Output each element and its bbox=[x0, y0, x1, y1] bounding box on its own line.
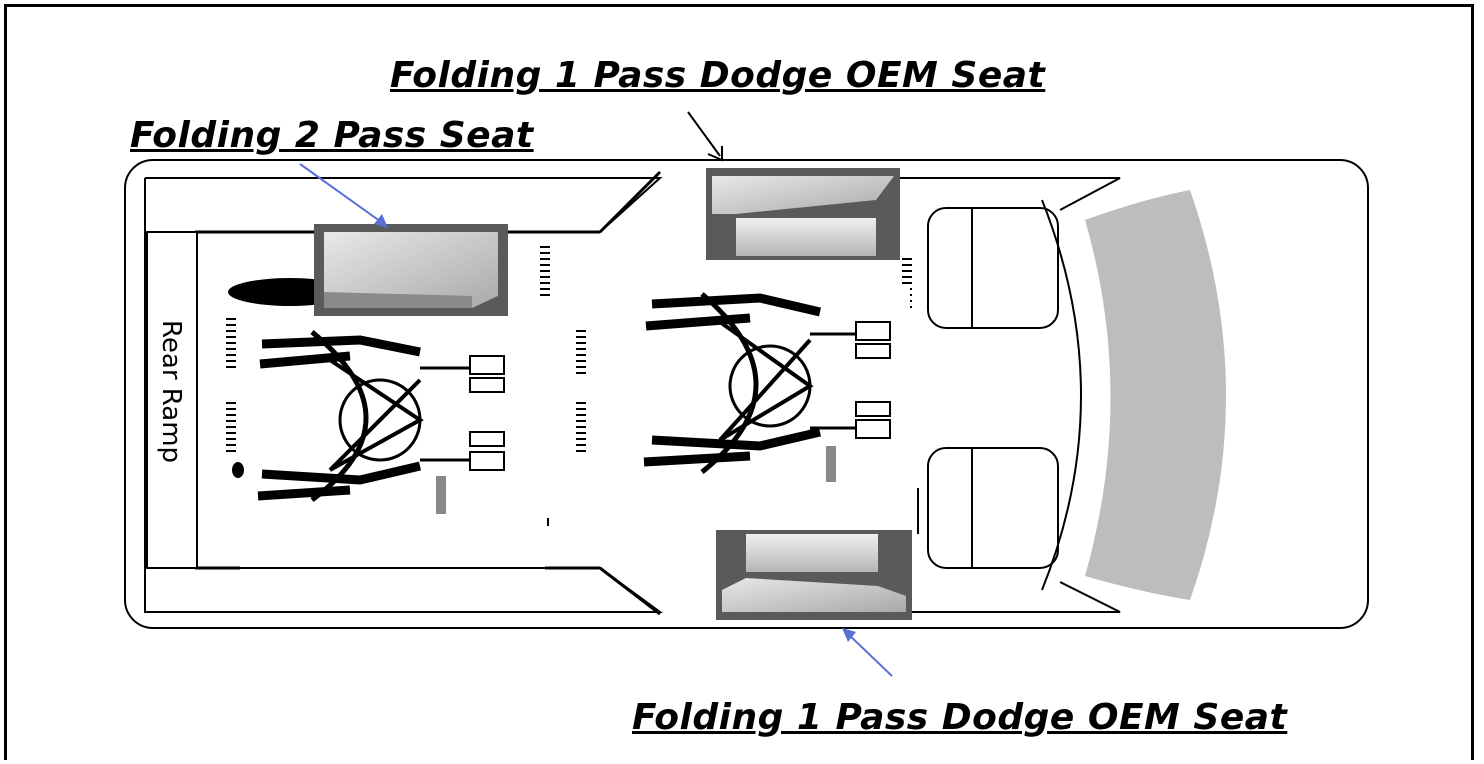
van-body-outline bbox=[124, 159, 1369, 629]
front-seat-right-top bbox=[927, 207, 1059, 329]
rear-ramp-label: Rear Ramp bbox=[156, 320, 186, 463]
label-front-oem-seat-top: Folding 1 Pass Dodge OEM Seat bbox=[390, 55, 1046, 96]
dashboard bbox=[1085, 190, 1226, 600]
arrow-two-pass-seat bbox=[299, 163, 388, 228]
two-pass-seat bbox=[314, 224, 508, 316]
rear-ramp bbox=[146, 231, 198, 569]
label-two-pass-seat: Folding 2 Pass Seat bbox=[130, 115, 534, 156]
oem-seat-bottom bbox=[716, 530, 912, 620]
arrow-oem-seat-top bbox=[687, 111, 723, 162]
wheelchair-front bbox=[620, 288, 910, 484]
arrow-oem-seat-bottom bbox=[842, 628, 893, 677]
oem-seat-top bbox=[706, 168, 900, 260]
wheelchair-rear bbox=[250, 318, 550, 518]
label-front-oem-seat-bottom: Folding 1 Pass Dodge OEM Seat bbox=[632, 697, 1288, 738]
front-seat-right-bottom bbox=[927, 447, 1059, 569]
diagram-frame bbox=[4, 4, 1474, 760]
